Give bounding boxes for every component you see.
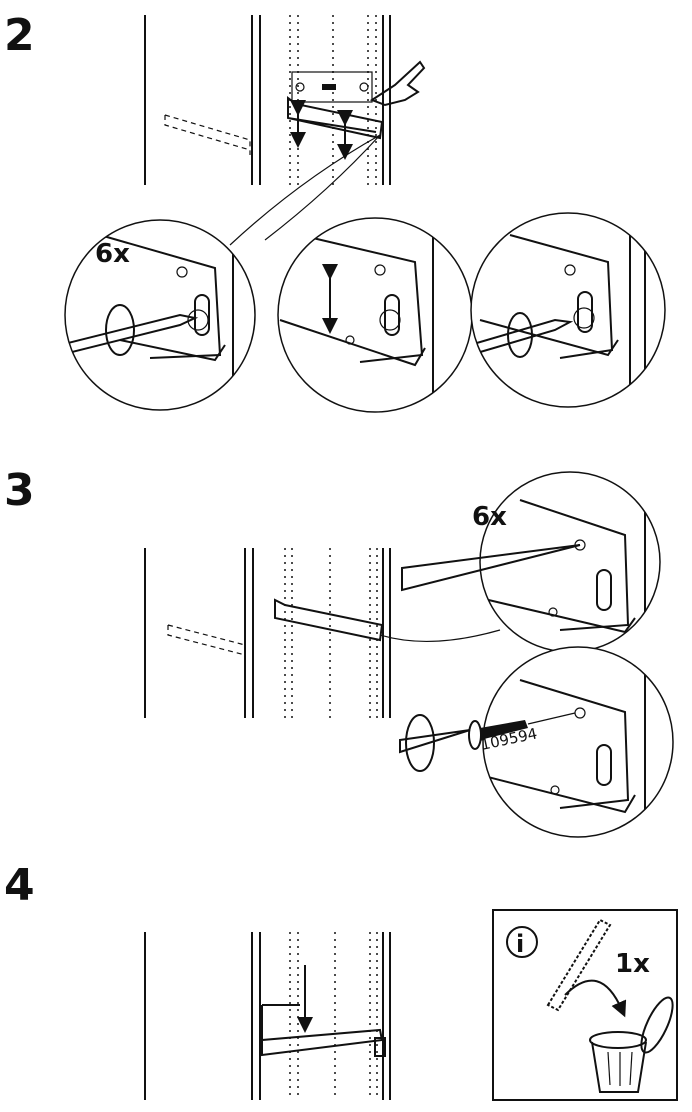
hand-icon <box>369 60 426 107</box>
detail-circle-1 <box>64 219 256 411</box>
info-box: i 1x <box>492 909 678 1101</box>
info-icon-label: i <box>516 930 524 958</box>
quantity-label: 1x <box>615 949 650 979</box>
step-number: 2 <box>4 10 35 61</box>
cabinet-panels <box>144 932 391 1100</box>
detail-circle-4 <box>479 471 661 653</box>
rotate-arrow-icon <box>405 714 435 772</box>
step-4: 4 i 1x <box>4 860 678 1101</box>
step-number: 3 <box>4 465 35 516</box>
screw-icon <box>468 707 586 750</box>
detail-circle-5 <box>482 646 674 838</box>
step-3: 3 6x <box>4 465 674 838</box>
detail-circle-3 <box>470 212 666 408</box>
quantity-label: 6x <box>472 502 507 532</box>
step-number: 4 <box>4 860 35 911</box>
rotate-arrow-icon <box>105 304 135 356</box>
info-icon <box>506 926 538 958</box>
screwdriver-icon <box>65 313 199 356</box>
cabinet-panels <box>144 15 391 185</box>
trash-bin-icon <box>589 996 674 1093</box>
strip-icon <box>546 918 612 1012</box>
step-2: 2 <box>4 10 666 413</box>
level-icon <box>291 71 373 103</box>
cabinet-panels <box>144 548 501 718</box>
detail-circle-2 <box>277 217 473 413</box>
screwdriver-icon <box>401 544 581 592</box>
quantity-label: 6x <box>95 239 130 269</box>
bracket <box>287 96 384 140</box>
